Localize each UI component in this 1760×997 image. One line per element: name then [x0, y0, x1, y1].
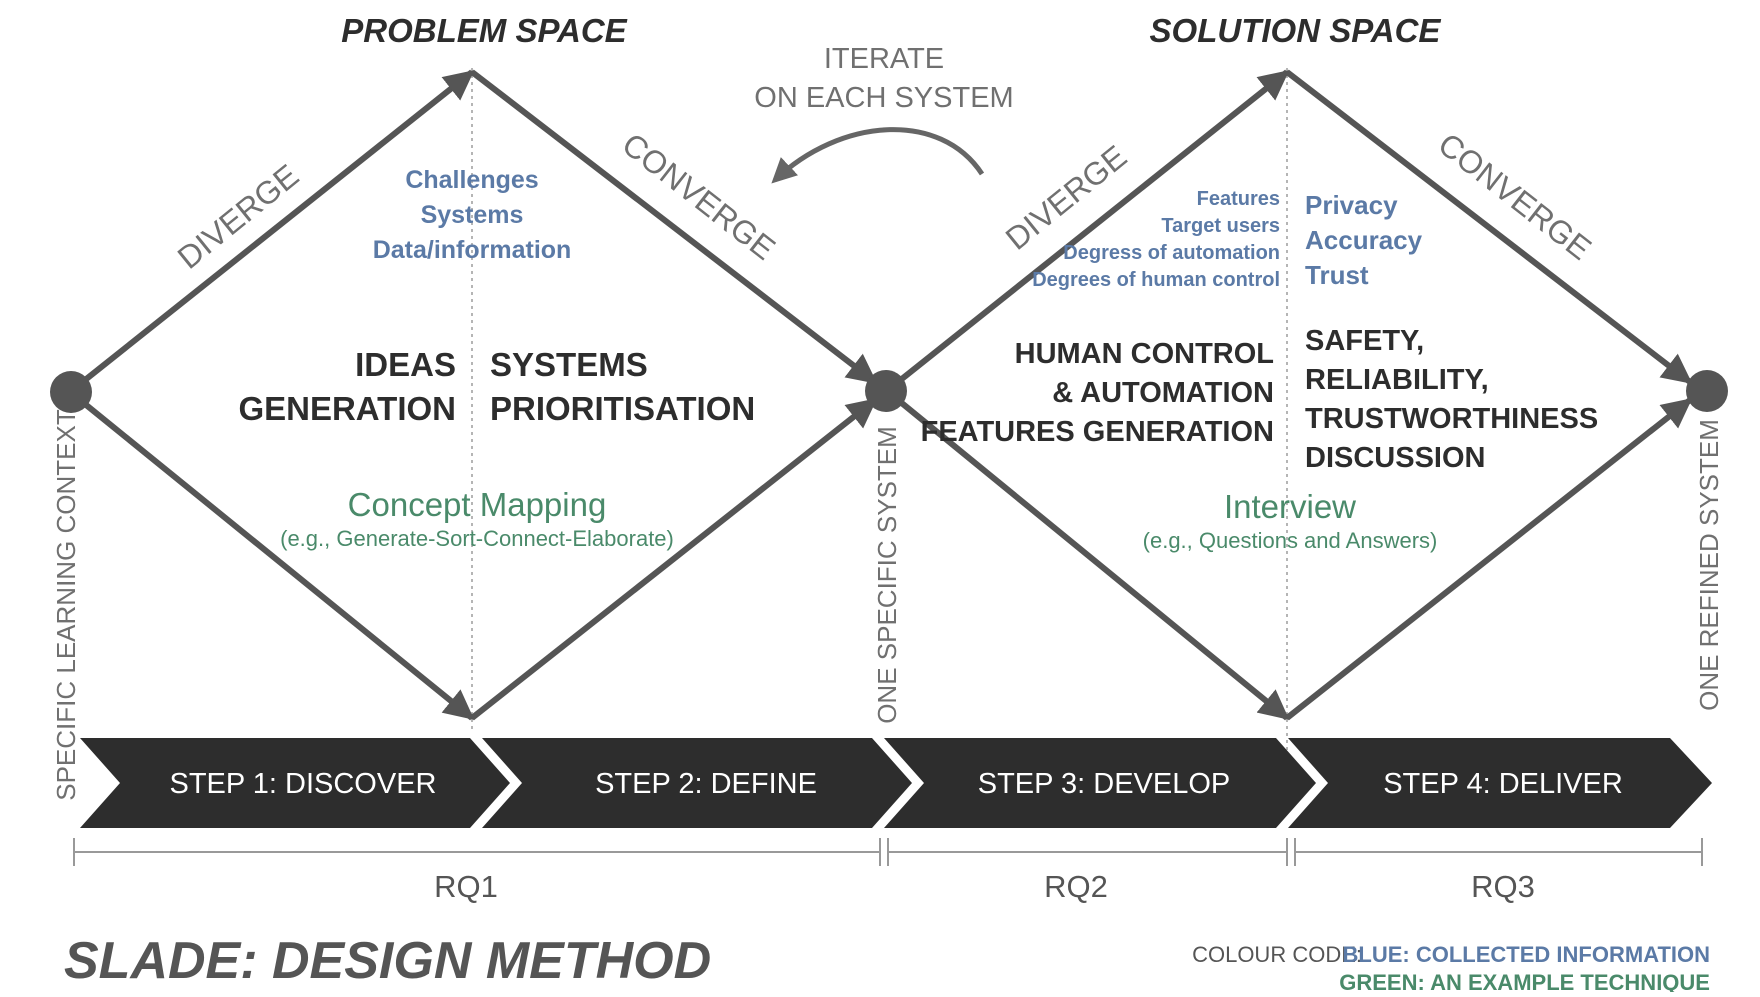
problem-blue-systems: Systems [421, 201, 524, 229]
step-2-chevron [482, 738, 912, 828]
problem-blue-data: Data/information [373, 236, 572, 264]
technique-1-example: (e.g., Generate-Sort-Connect-Elaborate) [280, 526, 674, 551]
middle-node [865, 370, 907, 412]
safety-line-1: SAFETY, [1305, 325, 1424, 357]
end-node [1686, 370, 1728, 412]
safety-line-3: TRUSTWORTHINESS [1305, 403, 1598, 435]
solution-blue-human-control: Degrees of human control [1032, 269, 1280, 291]
solution-blue-automation: Degress of automation [1063, 242, 1280, 264]
step-4-label: STEP 4: DELIVER [1383, 768, 1623, 800]
side-label-start: SPECIFIC LEARNING CONTEXT [51, 409, 81, 801]
diverge-arrow-upper-2 [896, 69, 1290, 385]
converge-arrow-upper-1 [470, 69, 878, 385]
step-1-label: STEP 1: DISCOVER [170, 768, 437, 800]
side-label-middle: ONE SPECIFIC SYSTEM [872, 426, 902, 724]
rq3-label: RQ3 [1471, 869, 1535, 904]
diverge-label-2: DIVERGE [999, 138, 1134, 257]
rq-brackets [73, 838, 1703, 866]
solution-space-label: SOLUTION SPACE [1150, 12, 1442, 49]
technique-1-title: Concept Mapping [348, 486, 607, 523]
solution-blue-features: Features [1197, 188, 1280, 210]
systems-line-2: PRIORITISATION [490, 390, 755, 427]
blue-legend: BLUE: COLLECTED INFORMATION [1343, 942, 1710, 967]
step-3-chevron [884, 738, 1316, 828]
solution-blue-target-users: Target users [1161, 215, 1280, 237]
iterate-arrow [771, 127, 985, 184]
solution-blue-trust: Trust [1305, 260, 1369, 290]
steps-bar [80, 738, 1712, 828]
problem-diamond [78, 69, 878, 721]
diverge-arrow-lower-2 [896, 397, 1290, 721]
technique-2-example: (e.g., Questions and Answers) [1143, 528, 1438, 553]
ideas-line-2: GENERATION [238, 390, 456, 427]
converge-arrow-upper-2 [1285, 69, 1693, 385]
problem-blue-challenges: Challenges [405, 166, 538, 194]
rq1-label: RQ1 [434, 869, 498, 904]
page-title: SLADE: DESIGN METHOD [64, 932, 711, 990]
technique-2-title: Interview [1224, 488, 1356, 525]
solution-diamond [896, 69, 1693, 721]
diverge-arrow-upper-1 [78, 69, 475, 387]
iterate-label-line2: ON EACH SYSTEM [754, 82, 1013, 114]
step-3-label: STEP 3: DEVELOP [978, 768, 1231, 800]
diverge-arrow-lower-1 [78, 397, 475, 721]
step-1-chevron [80, 738, 510, 828]
safety-line-4: DISCUSSION [1305, 442, 1485, 474]
colour-code-label: COLOUR CODE: [1192, 942, 1362, 967]
step-4-chevron [1288, 738, 1712, 828]
green-legend: GREEN: AN EXAMPLE TECHNIQUE [1339, 970, 1710, 992]
start-node [50, 371, 92, 413]
iterate-label-line1: ITERATE [824, 43, 944, 75]
solution-blue-accuracy: Accuracy [1305, 225, 1423, 255]
step-2-label: STEP 2: DEFINE [595, 768, 817, 800]
human-line-3: FEATURES GENERATION [921, 416, 1274, 448]
side-label-end: ONE REFINED SYSTEM [1694, 419, 1724, 711]
human-line-1: HUMAN CONTROL [1015, 338, 1274, 370]
rq2-label: RQ2 [1044, 869, 1108, 904]
human-line-2: & AUTOMATION [1052, 377, 1274, 409]
problem-space-label: PROBLEM SPACE [341, 12, 627, 49]
ideas-line-1: IDEAS [355, 346, 456, 383]
systems-line-1: SYSTEMS [490, 346, 648, 383]
converge-arrow-lower-2 [1285, 397, 1693, 721]
safety-line-2: RELIABILITY, [1305, 364, 1489, 396]
solution-blue-privacy: Privacy [1305, 190, 1398, 220]
converge-arrow-lower-1 [470, 397, 878, 721]
